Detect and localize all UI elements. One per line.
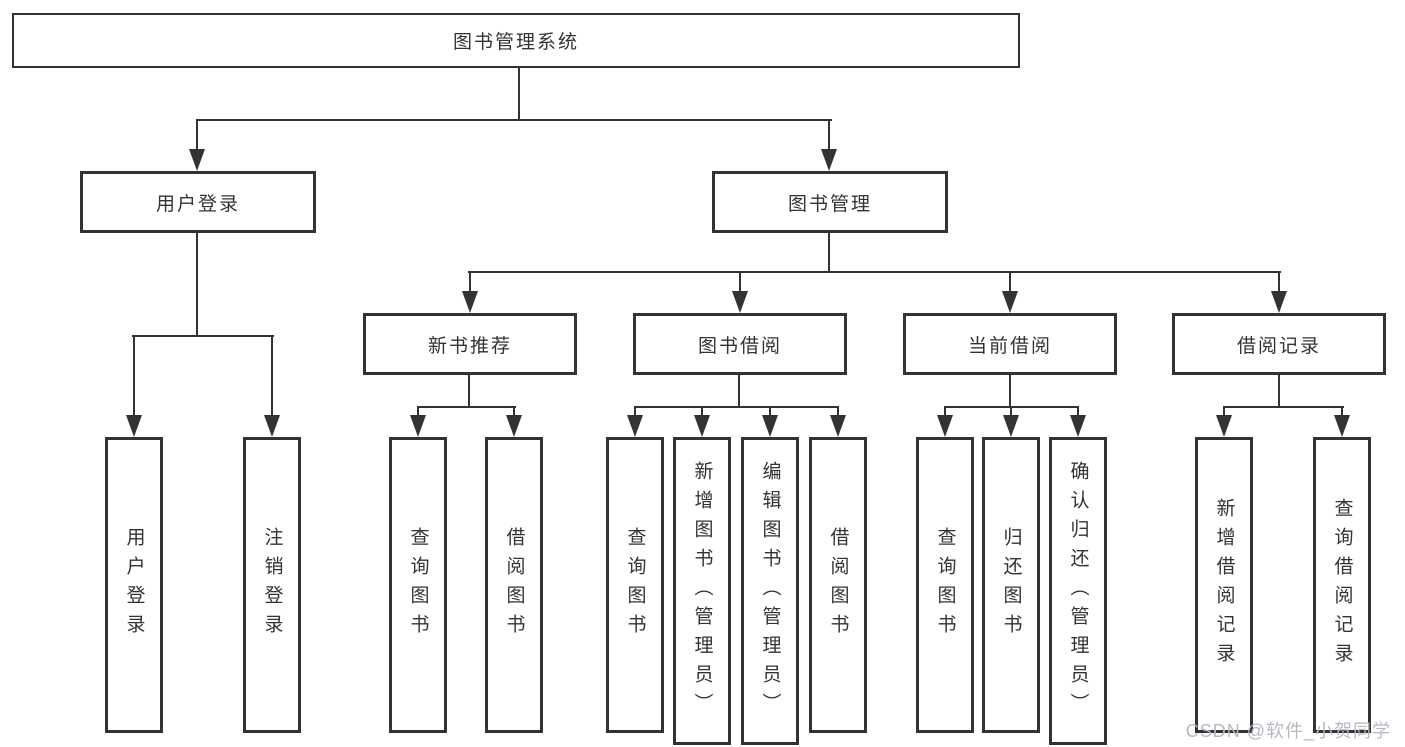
arrowhead-icon <box>410 415 426 437</box>
arrowhead-icon <box>830 415 846 437</box>
arrowhead-icon <box>264 415 280 437</box>
connector-stem <box>1077 406 1079 417</box>
leaf-label: 归还图书 <box>1000 527 1022 643</box>
leaf-add-borrow-record: 新增借阅记录 <box>1195 437 1253 733</box>
leaf-add-books-admin: 新增图书（管理员） <box>673 437 731 745</box>
node-borrow-records: 借阅记录 <box>1172 313 1386 375</box>
leaf-user-login: 用户登录 <box>105 437 163 733</box>
arrowhead-icon <box>189 149 205 171</box>
leaf-label: 注销登录 <box>261 527 283 643</box>
connector-stem <box>196 233 198 337</box>
arrowhead-icon <box>627 415 643 437</box>
leaf-edit-books-admin: 编辑图书（管理员） <box>741 437 799 745</box>
node-book-management: 图书管理 <box>712 171 948 233</box>
leaf-label: 查询图书 <box>407 527 429 643</box>
leaf-label: 查询借阅记录 <box>1331 498 1353 672</box>
connector-stem <box>1341 406 1343 417</box>
connector-bar <box>634 406 839 408</box>
node-new-book-recommend: 新书推荐 <box>363 313 577 375</box>
leaf-return-books: 归还图书 <box>982 437 1040 733</box>
arrowhead-icon <box>1002 291 1018 313</box>
connector-root-bar <box>196 119 832 121</box>
arrowhead-icon <box>1070 415 1086 437</box>
connector-stem <box>1009 375 1011 408</box>
leaf-query-books-recommend: 查询图书 <box>389 437 447 733</box>
connector-stem <box>469 271 471 294</box>
leaf-label: 查询图书 <box>934 527 956 643</box>
connector-bar <box>417 406 516 408</box>
connector-bar <box>132 335 274 337</box>
arrowhead-icon <box>694 415 710 437</box>
connector-stem <box>738 375 740 408</box>
arrowhead-icon <box>462 291 478 313</box>
arrowhead-icon <box>1334 415 1350 437</box>
arrowhead-icon <box>1003 415 1019 437</box>
connector-stem <box>944 406 946 417</box>
connector-stem <box>468 375 470 408</box>
leaf-borrow-books: 借阅图书 <box>809 437 867 733</box>
arrowhead-icon <box>762 415 778 437</box>
arrowhead-icon <box>506 415 522 437</box>
connector-stem <box>417 406 419 417</box>
connector-stem <box>701 406 703 417</box>
node-current-borrow: 当前借阅 <box>903 313 1117 375</box>
watermark: CSDN @软件_小贺同学 <box>1185 721 1391 741</box>
connector-bar <box>468 271 1281 273</box>
leaf-query-books-borrow: 查询图书 <box>606 437 664 733</box>
leaf-label: 确认归还（管理员） <box>1067 460 1089 722</box>
leaf-label: 新增图书（管理员） <box>691 460 713 722</box>
connector-stem <box>769 406 771 417</box>
leaf-logout: 注销登录 <box>243 437 301 733</box>
arrowhead-icon <box>732 291 748 313</box>
connector-stem <box>739 271 741 294</box>
node-book-borrow: 图书借阅 <box>633 313 847 375</box>
connector-bar <box>1223 406 1344 408</box>
connector-stem <box>133 335 135 417</box>
leaf-query-borrow-record: 查询借阅记录 <box>1313 437 1371 733</box>
connector-stem <box>1010 406 1012 417</box>
arrowhead-icon <box>937 415 953 437</box>
connector-stem <box>271 335 273 417</box>
leaf-label: 新增借阅记录 <box>1213 498 1235 672</box>
leaf-label: 用户登录 <box>123 527 145 643</box>
connector-user-login-stem <box>196 119 198 152</box>
connector-stem <box>1009 271 1011 294</box>
node-library-system: 图书管理系统 <box>12 13 1020 68</box>
connector-stem <box>1278 271 1280 294</box>
connector-stem <box>513 406 515 417</box>
arrowhead-icon <box>821 149 837 171</box>
connector-stem <box>634 406 636 417</box>
node-user-login: 用户登录 <box>80 171 316 233</box>
leaf-label: 借阅图书 <box>827 527 849 643</box>
connector-root-stem <box>518 66 520 121</box>
arrowhead-icon <box>126 415 142 437</box>
leaf-label: 编辑图书（管理员） <box>759 460 781 722</box>
leaf-borrow-books-recommend: 借阅图书 <box>485 437 543 733</box>
connector-stem <box>828 233 830 273</box>
leaf-query-books-current: 查询图书 <box>916 437 974 733</box>
leaf-label: 查询图书 <box>624 527 646 643</box>
connector-stem <box>837 406 839 417</box>
arrowhead-icon <box>1271 291 1287 313</box>
connector-book-mgmt-stem <box>828 119 830 152</box>
arrowhead-icon <box>1216 415 1232 437</box>
connector-stem <box>1278 375 1280 408</box>
leaf-label: 借阅图书 <box>503 527 525 643</box>
leaf-confirm-return-admin: 确认归还（管理员） <box>1049 437 1107 745</box>
connector-stem <box>1223 406 1225 417</box>
